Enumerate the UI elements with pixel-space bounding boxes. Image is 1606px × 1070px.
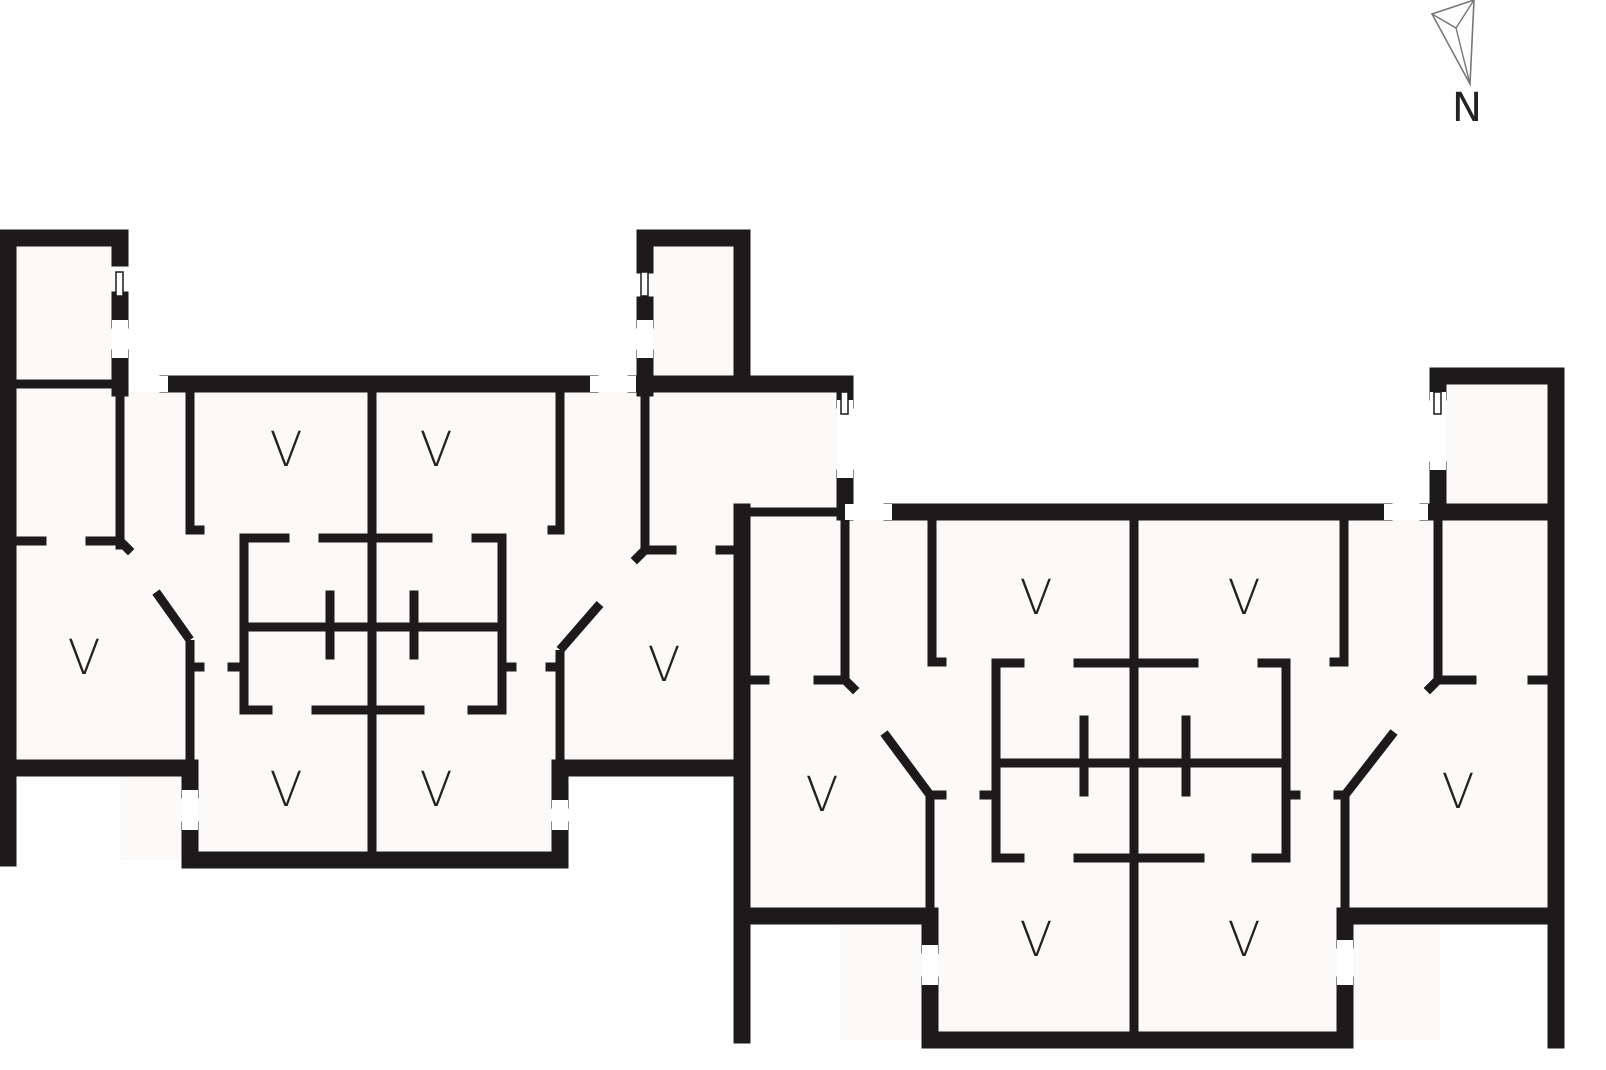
- door-leaves: [152, 589, 1398, 798]
- room-label-e-left-wing: V: [805, 767, 839, 823]
- room-area: [8, 240, 120, 380]
- window-opening: [1337, 940, 1353, 985]
- room-label-e-right-wing: V: [1441, 764, 1475, 820]
- door-leaf: [152, 589, 194, 643]
- window-slots: [115, 271, 1442, 415]
- room-area: [645, 240, 742, 384]
- window-opening: [837, 400, 853, 478]
- room-label-e-top-left: V: [1019, 570, 1053, 626]
- interior-wall: [630, 543, 652, 565]
- interior-wall: [113, 534, 135, 556]
- window-slot: [840, 391, 849, 415]
- window-opening: [922, 945, 938, 985]
- window-opening: [182, 790, 198, 830]
- door-leaf: [556, 601, 604, 653]
- room-label-e-bottom-left: V: [1019, 912, 1053, 968]
- window-opening: [130, 376, 168, 392]
- window-opening: [845, 504, 892, 520]
- room-area: [742, 384, 845, 520]
- north-label: N: [1452, 85, 1482, 131]
- room-label-w-right-wing: V: [647, 637, 681, 693]
- window-opening: [637, 320, 653, 358]
- room-label-e-bottom-right: V: [1227, 912, 1261, 968]
- room-label-w-bottom-left: V: [269, 762, 303, 818]
- room-area: [1438, 378, 1556, 512]
- interior-walls: [3, 379, 1561, 1045]
- window-opening: [1384, 504, 1428, 520]
- room-label-e-top-right: V: [1227, 570, 1261, 626]
- room-label-w-top-left: V: [269, 422, 303, 478]
- room-area: [560, 384, 745, 768]
- exterior-walls: [0, 229, 1565, 1049]
- north-arrow-icon: [1430, 0, 1475, 87]
- interior-wall: [1423, 673, 1445, 695]
- room-label-w-top-right: V: [419, 422, 453, 478]
- door-leaf: [1341, 729, 1398, 798]
- room-area: [1340, 512, 1556, 916]
- window-slot: [1433, 391, 1442, 415]
- room-label-w-left-wing: V: [67, 630, 101, 686]
- window-opening: [590, 376, 636, 392]
- window-slot: [640, 271, 649, 297]
- window-slot: [115, 271, 124, 297]
- window-opening: [112, 320, 128, 358]
- room-label-w-bottom-right: V: [419, 762, 453, 818]
- door-leaf: [880, 730, 934, 798]
- window-opening: [552, 800, 568, 830]
